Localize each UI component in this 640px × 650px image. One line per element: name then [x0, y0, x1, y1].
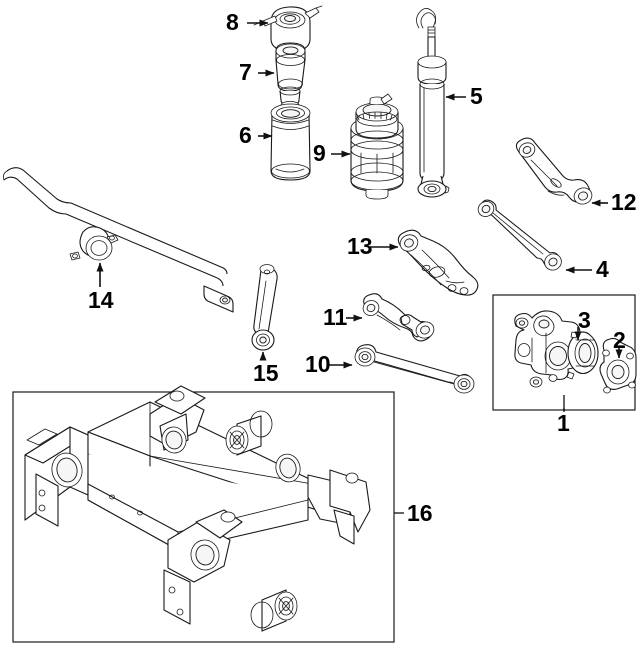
callout-label-7: 7 [239, 59, 252, 85]
callout-leaders [96, 19, 623, 514]
subframe-bushing-lower [250, 589, 298, 632]
callout-label-12: 12 [611, 189, 637, 215]
callout-label-5: 5 [470, 83, 483, 109]
part-13-lower-control-arm [397, 229, 479, 296]
callout-label-8: 8 [226, 9, 239, 35]
part-8-upper-shock-mount [253, 5, 323, 52]
callout-label-2: 2 [613, 327, 626, 353]
part-4-lateral-link [477, 199, 562, 271]
part-6-dust-boot-sleeve [270, 103, 311, 181]
part-11-camber-link [362, 293, 435, 342]
part-12-upper-control-arm [515, 137, 593, 205]
subframe-detail-box [12, 385, 395, 643]
callout-label-13: 13 [347, 233, 373, 259]
part-14-stabilizer-bar [3, 167, 234, 313]
callout-label-10: 10 [305, 351, 331, 377]
part-2-wheel-hub [599, 337, 637, 394]
callout-label-1: 1 [557, 410, 570, 436]
part-9-air-spring [350, 93, 404, 200]
part-5-shock-absorber [416, 8, 450, 198]
callout-label-3: 3 [578, 307, 591, 333]
knuckle-assembly-detail-box [492, 294, 637, 411]
callout-label-6: 6 [239, 122, 252, 148]
part-10-toe-link [354, 344, 475, 394]
part-16-rear-subframe [24, 385, 371, 632]
callout-label-11: 11 [323, 304, 348, 330]
callout-label-16: 16 [407, 500, 433, 526]
callout-label-9: 9 [313, 140, 326, 166]
callout-label-4: 4 [596, 256, 609, 282]
part-7-jounce-bumper [275, 42, 306, 110]
part-3-sensor-ring [566, 331, 599, 380]
part-15-stabilizer-link [251, 264, 278, 351]
callout-label-14: 14 [88, 287, 114, 313]
subframe-bushing-upper [225, 410, 273, 456]
callout-label-15: 15 [253, 360, 279, 386]
